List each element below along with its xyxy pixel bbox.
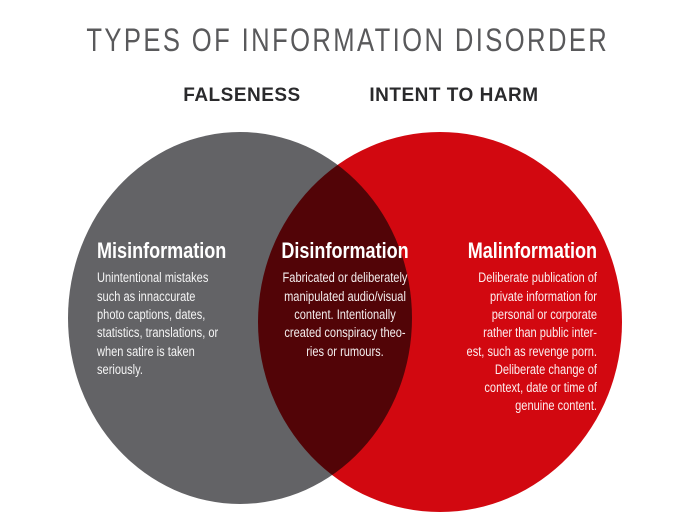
- intent-to-harm-label: INTENT TO HARM: [369, 85, 539, 106]
- malinformation-description: Deliberate publication of private inform…: [466, 270, 597, 414]
- malinformation-heading: Malinformation: [467, 238, 597, 263]
- misinformation-heading: Misinformation: [97, 238, 227, 263]
- misinformation-section: Misinformation Unintentional mistakes su…: [97, 238, 261, 379]
- falseness-label: FALSENESS: [183, 85, 301, 106]
- diagram-title: TYPES OF INFORMATION DISORDER: [86, 22, 610, 58]
- misinformation-description: Unintentional mistakes such as innaccura…: [97, 270, 219, 377]
- title-row: TYPES OF INFORMATION DISORDER: [0, 22, 696, 59]
- intent-to-harm-circle: [258, 132, 622, 512]
- disinformation-heading: Disinformation: [281, 238, 409, 263]
- disinformation-section: Disinformation Fabricated or deliberatel…: [263, 238, 427, 361]
- disinformation-description: Fabricated or deliberately manipulated a…: [282, 270, 408, 359]
- malinformation-section: Malinformation Deliberate publication of…: [433, 238, 597, 416]
